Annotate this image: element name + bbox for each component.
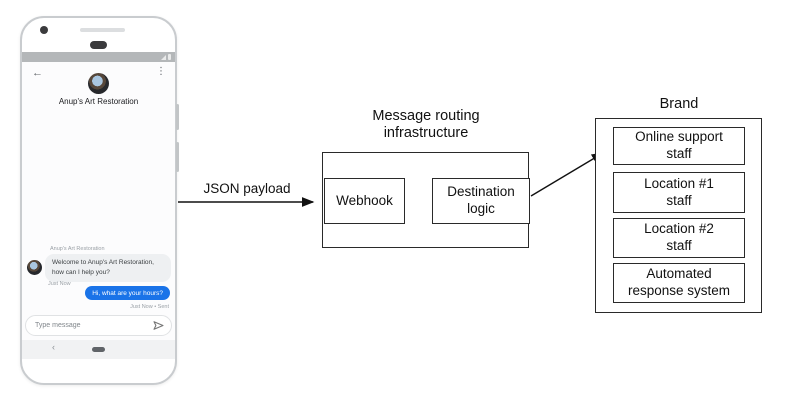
destination-logic-box: Destination logic (432, 178, 530, 224)
front-camera-icon (40, 26, 48, 34)
status-bar (22, 52, 175, 62)
overflow-menu-icon[interactable]: ⋮ (156, 66, 166, 77)
nav-back-icon[interactable]: ‹ (52, 342, 55, 352)
message-avatar (27, 260, 42, 275)
webhook-box: Webhook (324, 178, 405, 224)
destination-to-brand-arrow (530, 152, 605, 197)
routing-infrastructure-title: Message routing infrastructure (372, 108, 480, 142)
signal-icon (160, 54, 166, 60)
power-button (176, 142, 179, 172)
message-composer[interactable] (25, 315, 172, 336)
brand-item-location-2-staff: Location #2 staff (613, 218, 745, 258)
brand-item-online-support-staff: Online support staff (613, 127, 745, 165)
send-icon[interactable] (152, 320, 164, 332)
earpiece (90, 41, 107, 49)
back-icon[interactable]: ← (32, 67, 43, 79)
brand-title: Brand (659, 96, 699, 112)
volume-button (176, 104, 179, 130)
brand-item-location-1-staff: Location #1 staff (613, 172, 745, 213)
sender-label: Anup's Art Restoration (50, 246, 105, 252)
json-payload-label: JSON payload (203, 181, 291, 196)
message-input[interactable] (33, 321, 152, 330)
phone-screen: ← ⋮ Anup's Art Restoration Anup's Art Re… (22, 52, 175, 359)
speaker-grille (80, 28, 125, 32)
outgoing-timestamp: Just Now • Sent (130, 304, 169, 310)
incoming-message-bubble: Welcome to Anup's Art Restoration, how c… (45, 254, 171, 282)
outgoing-message-bubble: Hi, what are your hours? (85, 286, 170, 300)
conversation-title: Anup's Art Restoration (58, 97, 139, 106)
phone-mockup: ← ⋮ Anup's Art Restoration Anup's Art Re… (20, 16, 179, 385)
battery-icon (167, 54, 171, 60)
brand-avatar (88, 73, 109, 94)
nav-home-icon[interactable] (92, 347, 105, 352)
brand-item-automated-response-system: Automated response system (613, 263, 745, 303)
android-navbar: ‹ (22, 340, 175, 359)
incoming-timestamp: Just Now (48, 281, 71, 287)
